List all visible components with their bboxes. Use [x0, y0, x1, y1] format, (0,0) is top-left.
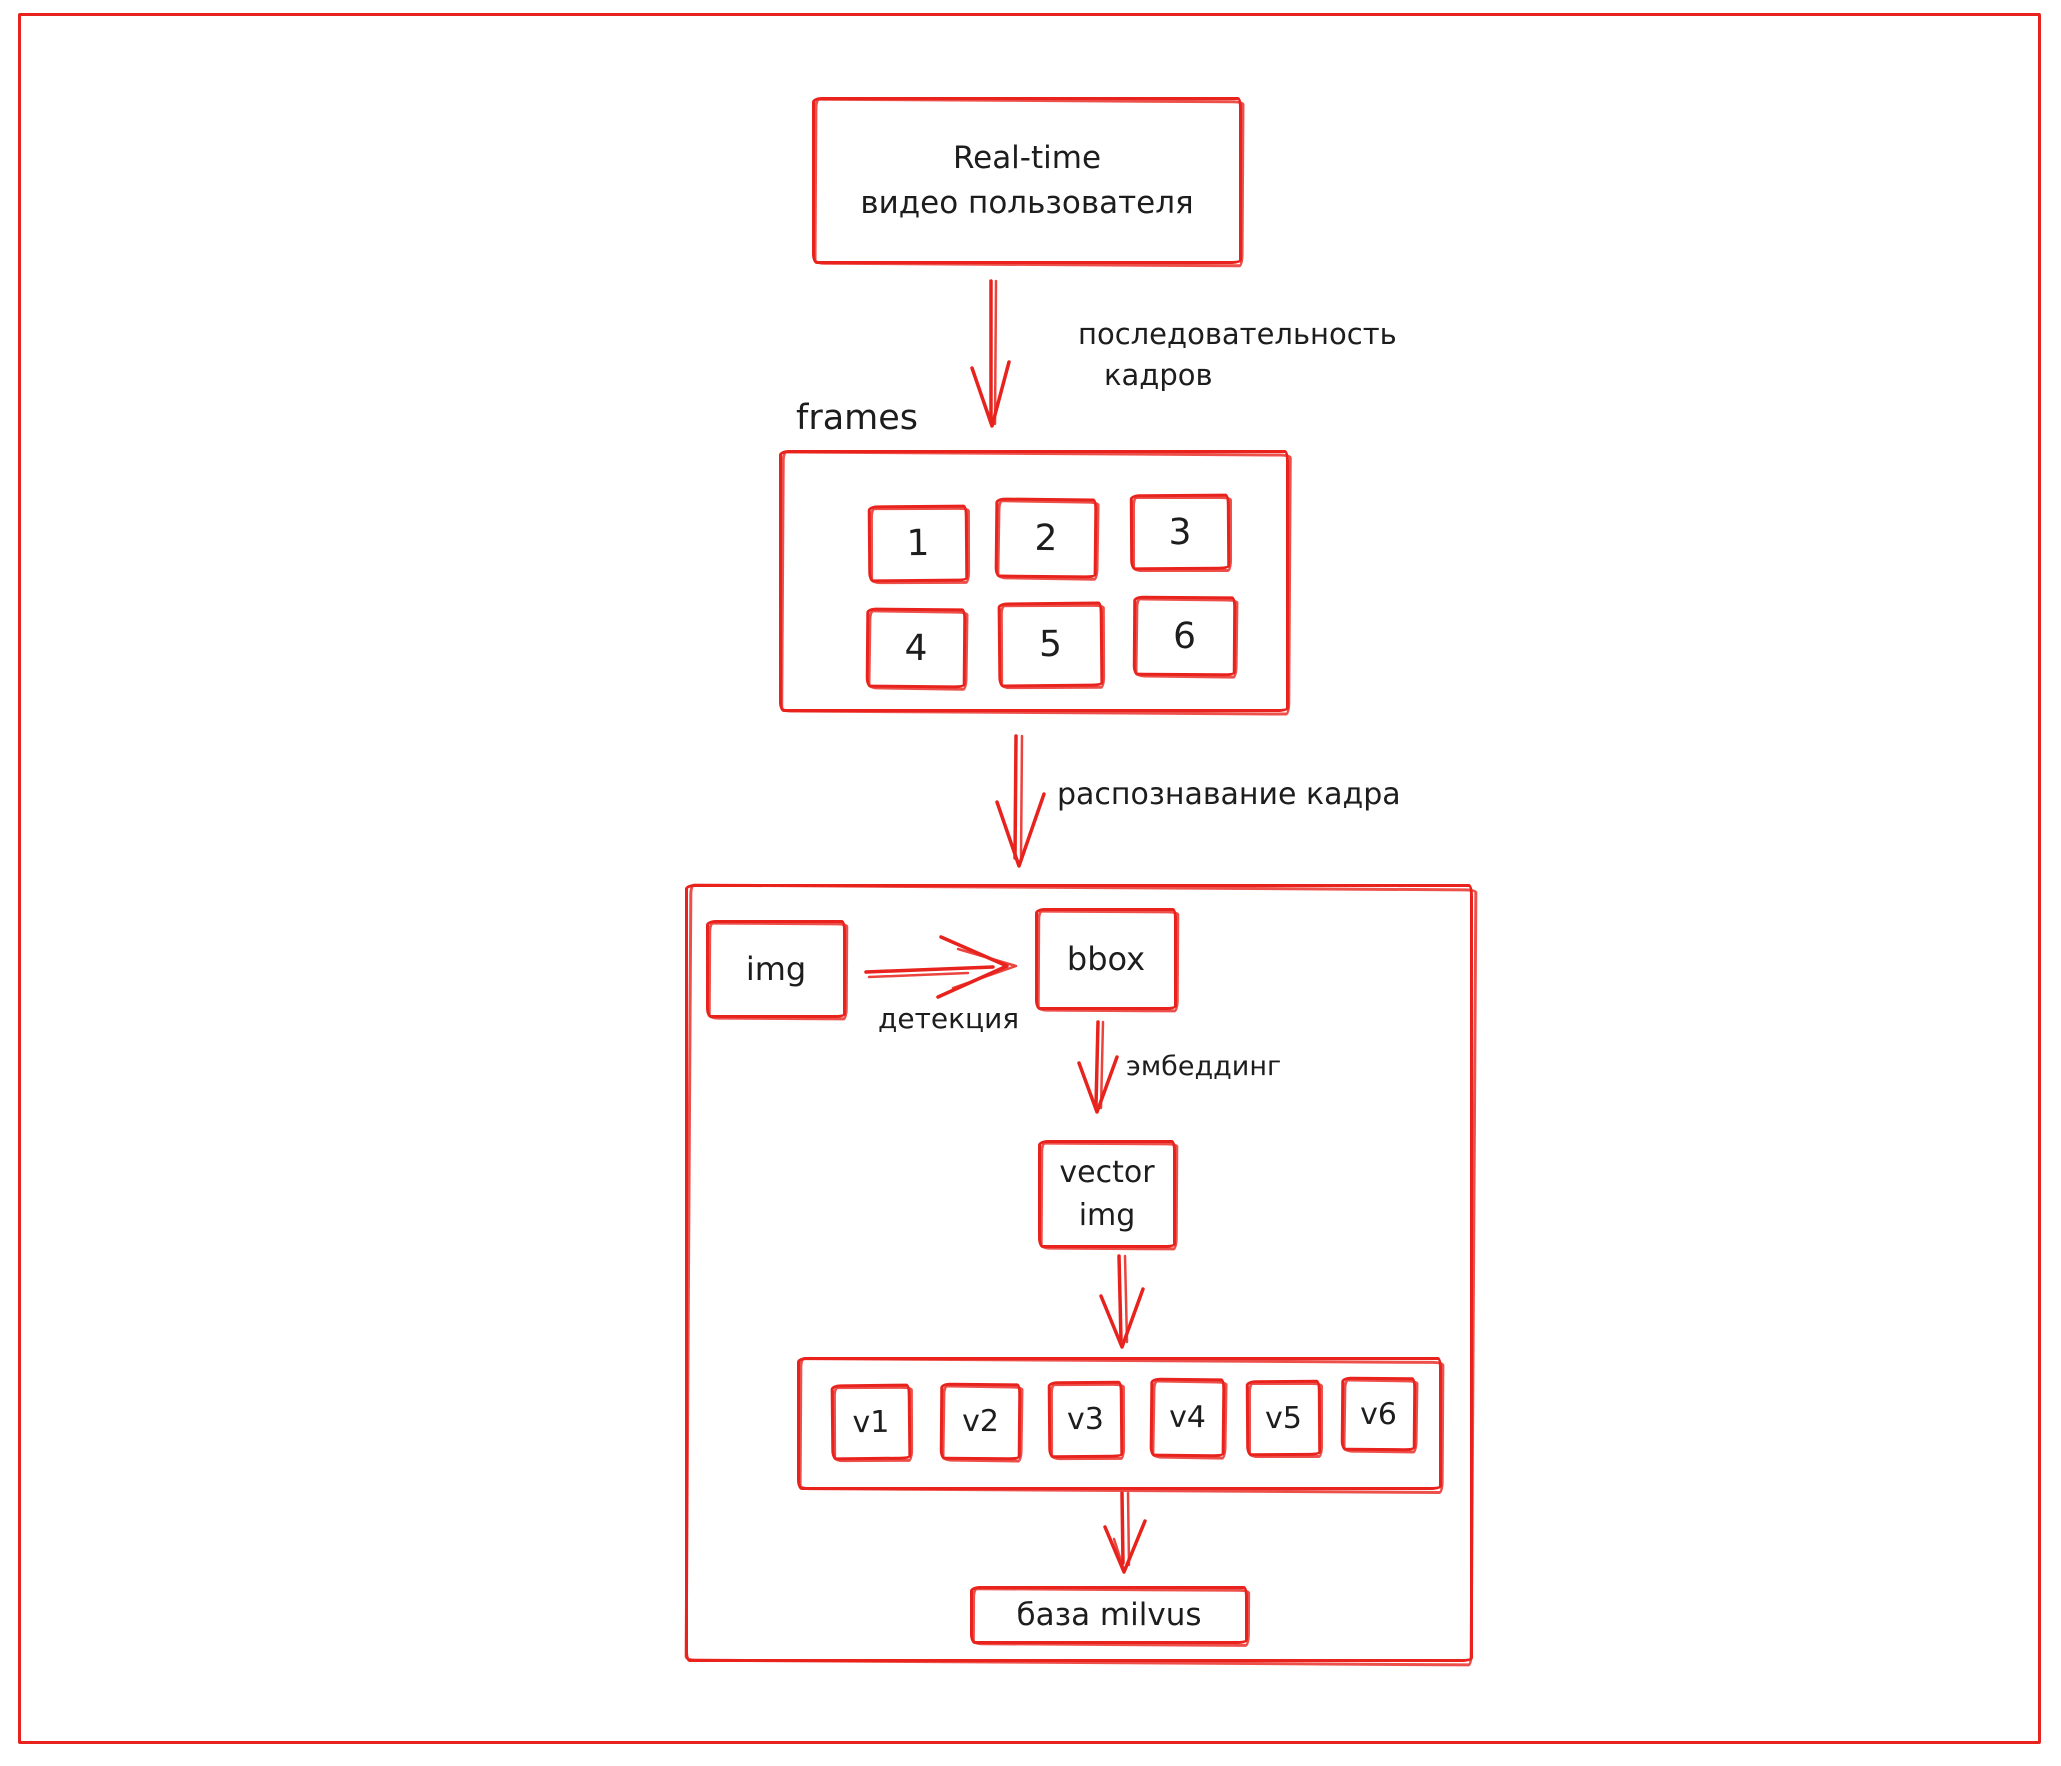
vector-box-v5: v5 [1246, 1380, 1322, 1457]
embedding-label: эмбеддинг [1126, 1051, 1282, 1082]
frame-number: 2 [1034, 517, 1058, 559]
milvus-db-box: база milvus [970, 1586, 1248, 1644]
vector-label: v6 [1359, 1396, 1398, 1432]
frame-number: 5 [1038, 623, 1063, 666]
frame-number: 6 [1172, 615, 1197, 657]
vector-label: v1 [852, 1404, 890, 1440]
realtime-video-label: Real-time видео пользователя [860, 136, 1193, 226]
vector-box-v2: v2 [940, 1383, 1022, 1461]
vector-img-label-line1: vector [1059, 1155, 1155, 1190]
frames-sequence-label-line1: последовательность [1078, 317, 1397, 351]
milvus-db-label: база milvus [1016, 1597, 1202, 1633]
vector-box-v3: v3 [1048, 1381, 1124, 1459]
frame-box-5: 5 [998, 601, 1104, 687]
frames-sequence-label-line2: кадров [1104, 358, 1213, 392]
vector-box-v4: v4 [1150, 1378, 1226, 1458]
frames-sequence-label: последовательность кадров [1078, 314, 1397, 396]
vector-label: v2 [961, 1403, 1000, 1440]
frame-box-2: 2 [995, 497, 1098, 578]
frame-box-6: 6 [1133, 596, 1237, 677]
frame-number: 1 [906, 522, 930, 565]
vector-label: v4 [1168, 1399, 1207, 1436]
img-label: img [745, 950, 807, 988]
frame-recognition-label: распознавание кадра [1057, 777, 1401, 812]
realtime-video-box: Real-time видео пользователя [812, 97, 1242, 264]
img-box: img [706, 920, 846, 1018]
vectors-container: v1 v2 v3 v4 v5 v6 [797, 1357, 1442, 1490]
realtime-video-label-line1: Real-time [952, 139, 1102, 176]
frames-container: 1 2 3 4 5 6 [779, 450, 1289, 712]
recognition-pipeline-container: img bbox vector img v1 v2 v3 v4 v5 v6 ба… [685, 884, 1473, 1662]
vector-box-v1: v1 [831, 1384, 912, 1461]
vector-img-label-line2: img [1078, 1198, 1136, 1233]
realtime-video-label-line2: видео пользователя [860, 184, 1194, 221]
vector-box-v6: v6 [1341, 1377, 1417, 1452]
outer-border [18, 13, 2041, 1744]
vector-label: v3 [1066, 1401, 1105, 1438]
vector-label: v5 [1264, 1400, 1303, 1436]
bbox-box: bbox [1035, 908, 1177, 1010]
vector-img-label: vector img [1059, 1151, 1154, 1237]
frame-box-3: 3 [1130, 494, 1231, 571]
frame-box-1: 1 [868, 505, 969, 583]
frames-label: frames [796, 398, 919, 438]
bbox-label: bbox [1066, 940, 1146, 978]
frame-number: 3 [1168, 511, 1192, 553]
vector-img-box: vector img [1038, 1140, 1176, 1248]
frame-number: 4 [904, 627, 928, 669]
detection-label: детекция [878, 1002, 1020, 1035]
frame-box-4: 4 [866, 608, 967, 689]
